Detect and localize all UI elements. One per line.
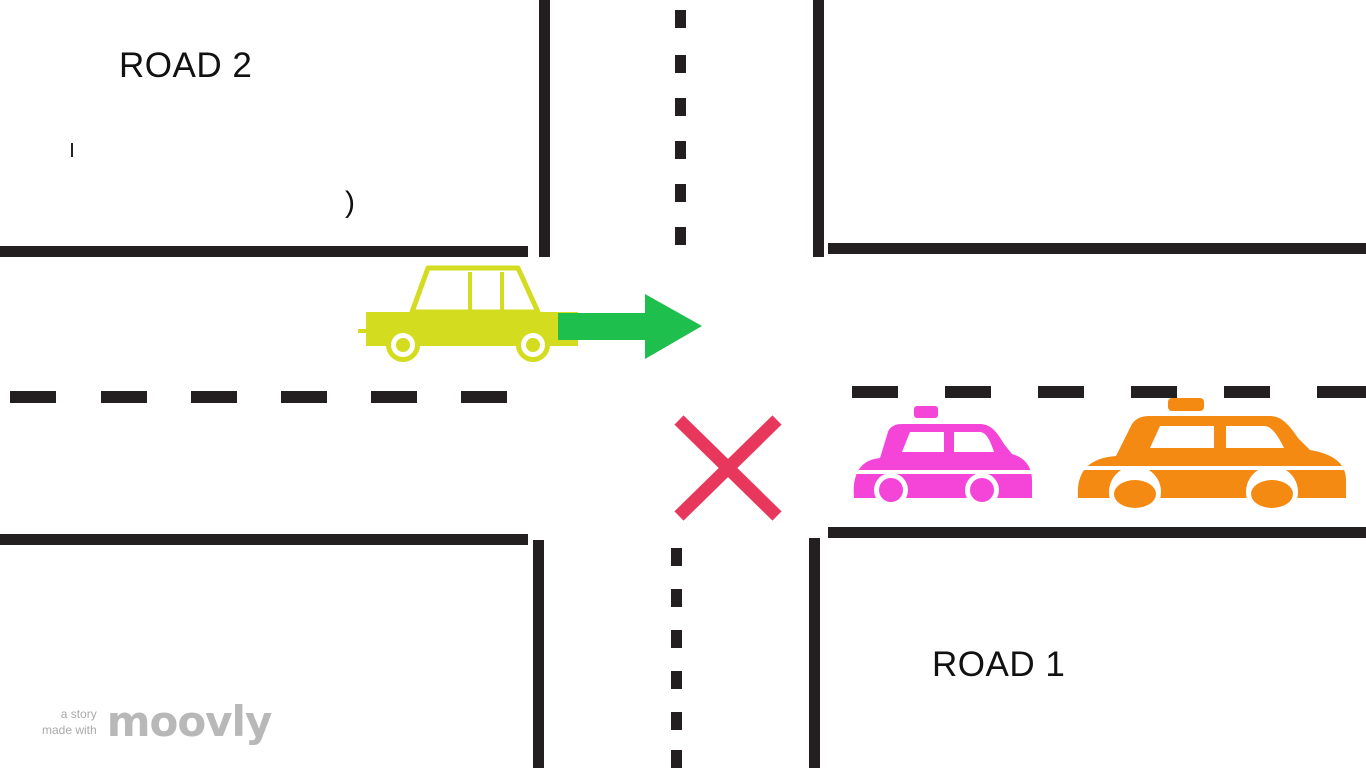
edge-top-right-horizontal (828, 243, 1366, 254)
watermark-caption: a story made with (42, 706, 97, 738)
horizontal-dashes-left (10, 391, 507, 403)
edge-bottom-left-vertical (533, 540, 544, 768)
horizontal-dashes-right (852, 386, 1366, 398)
edge-top-left-horizontal (0, 246, 528, 257)
orange-taxi-icon (1077, 398, 1346, 518)
edge-bottom-right-vertical (809, 538, 820, 768)
lane-markings (10, 10, 1366, 768)
partial-text-fragment-right: ) (345, 186, 355, 219)
right-arrow-icon (558, 294, 702, 359)
pink-taxi-icon (853, 406, 1032, 507)
moovly-logo: moovly (106, 697, 273, 746)
road-2-label: ROAD 2 (119, 46, 253, 85)
moovly-watermark: a story made with moovly (42, 697, 273, 746)
road-1-label: ROAD 1 (932, 645, 1066, 684)
edge-top-right-vertical (813, 0, 824, 257)
edge-bottom-left-horizontal (0, 534, 528, 545)
yellow-car-icon (358, 265, 578, 362)
edge-bottom-right-horizontal (828, 527, 1366, 538)
watermark-line-1: a story (60, 707, 97, 721)
watermark-line-2: made with (42, 723, 97, 737)
x-mark-icon (674, 415, 782, 521)
vertical-dashes-bottom (671, 548, 682, 768)
vertical-dashes-top (675, 10, 686, 245)
edge-top-left-vertical (539, 0, 550, 257)
partial-text-fragment (71, 143, 73, 157)
